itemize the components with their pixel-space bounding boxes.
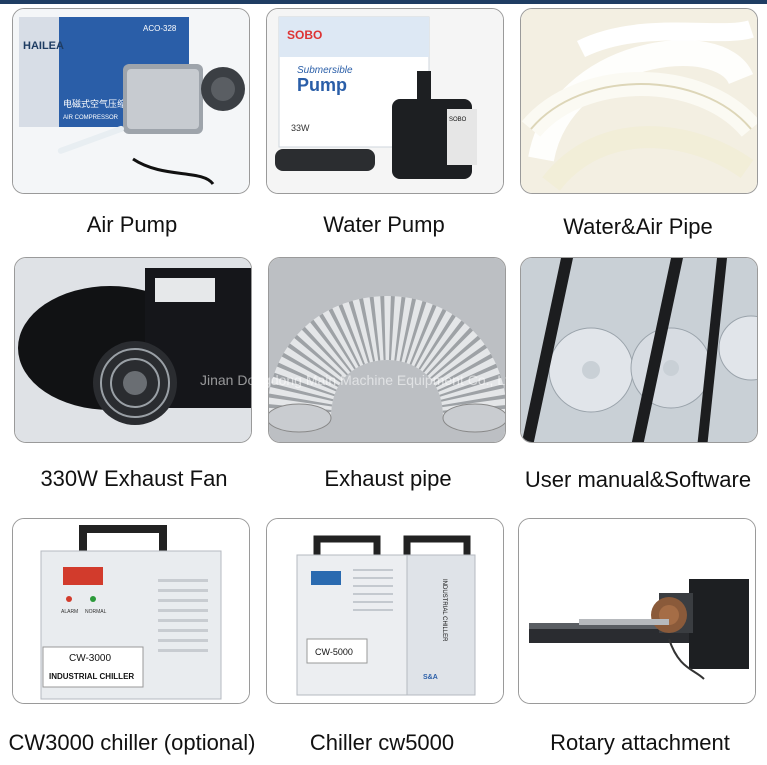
caption-exhaust-fan: 330W Exhaust Fan <box>40 466 228 491</box>
sa-brand-label: S&A <box>423 674 438 681</box>
silicone-pipe-image <box>521 9 757 193</box>
submersible-label: Submersible <box>297 65 353 76</box>
pump-box-title: Pump <box>297 75 347 95</box>
cw5000-side-label: INDUSTRIAL CHILLER <box>441 579 447 642</box>
cw3000-title-label: INDUSTRIAL CHILLER <box>49 672 134 681</box>
pump-body-label: SOBO <box>449 117 467 123</box>
software-card[interactable] <box>520 257 758 443</box>
cw3000-chiller-image: ALARM NORMAL CW-3000 INDUSTRIAL CHILLER <box>13 519 249 703</box>
hailea-label: HAILEA <box>23 40 64 52</box>
pump-watt-label: 33W <box>291 123 310 133</box>
watermark: Jinan Dongdong Main Machine Equipment Co… <box>200 372 521 388</box>
air-pump-box-sub: AIR COMPRESSOR <box>63 115 119 121</box>
alarm-label: ALARM <box>61 609 78 615</box>
air-pump-card[interactable]: HAILEA ACO-328 电磁式空气压缩机 AIR COMPRESSOR <box>12 8 250 194</box>
caption-software: User manual&Software <box>524 467 752 492</box>
rotary-card[interactable] <box>518 518 756 704</box>
cd-software-image <box>521 258 757 442</box>
pipe-card[interactable] <box>520 8 758 194</box>
caption-pipe: Water&Air Pipe <box>563 214 713 239</box>
normal-label: NORMAL <box>85 609 107 615</box>
cw5000-chiller-image: CW-5000 INDUSTRIAL CHILLER S&A <box>267 519 503 703</box>
cw3000-model-label: CW-3000 <box>69 653 111 664</box>
cw5000-model-label: CW-5000 <box>315 647 353 657</box>
caption-air-pump: Air Pump <box>86 212 178 237</box>
air-pump-image: HAILEA ACO-328 电磁式空气压缩机 AIR COMPRESSOR <box>13 9 249 193</box>
rotary-attachment-image <box>519 519 755 703</box>
caption-rotary: Rotary attachment <box>550 730 730 755</box>
sobo-box-label: SOBO <box>287 28 322 42</box>
air-pump-box-title: 电磁式空气压缩机 <box>63 98 135 109</box>
caption-exhaust-pipe: Exhaust pipe <box>324 466 452 491</box>
exhaust-fan-card[interactable] <box>14 257 252 443</box>
cw3000-card[interactable]: ALARM NORMAL CW-3000 INDUSTRIAL CHILLER <box>12 518 250 704</box>
caption-water-pump: Water Pump <box>323 212 445 237</box>
exhaust-pipe-card[interactable] <box>268 257 506 443</box>
caption-cw5000: Chiller cw5000 <box>309 730 455 755</box>
caption-cw3000: CW3000 chiller (optional) <box>8 730 256 755</box>
water-pump-card[interactable]: SOBO Submersible Pump 33W SOBO <box>266 8 504 194</box>
top-accent-line <box>0 0 767 4</box>
cw5000-card[interactable]: CW-5000 INDUSTRIAL CHILLER S&A <box>266 518 504 704</box>
exhaust-pipe-image <box>269 258 505 442</box>
exhaust-fan-image <box>15 258 251 442</box>
air-pump-model: ACO-328 <box>143 24 177 33</box>
water-pump-image: SOBO Submersible Pump 33W SOBO <box>267 9 503 193</box>
